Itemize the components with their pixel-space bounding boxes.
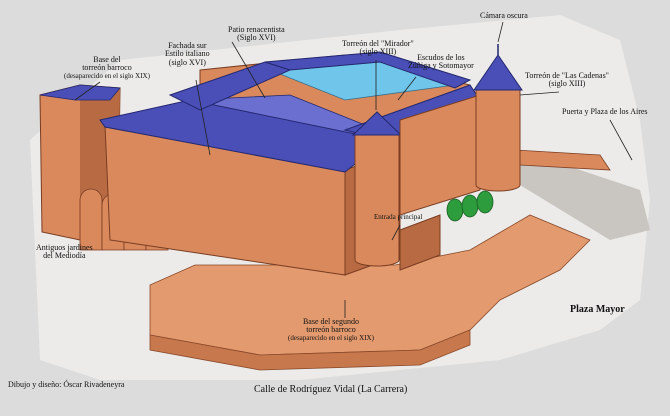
label-puerta-plaza-aires: Puerta y Plaza de los Aires xyxy=(562,107,648,116)
lower-terrace-front xyxy=(149,329,471,371)
label-antiguos-jardines: Antiguos jardines del Mediodía xyxy=(36,243,93,261)
arch xyxy=(79,188,103,251)
label-entrada-principal: Entrada principal xyxy=(374,213,423,221)
label-base-torreon-barroco: Base del torreón barroco (desaparecido e… xyxy=(64,55,150,80)
left-tower-roof xyxy=(39,84,121,101)
torreon-cadenas-roof xyxy=(473,54,523,91)
north-roof xyxy=(264,51,472,89)
torreon-mirador xyxy=(354,134,400,267)
plaza-de-los-aires-road xyxy=(520,150,650,240)
label-base-segundo-torreon: Base del segundo torreón barroco (desapa… xyxy=(288,317,374,342)
label-patio-renacentista: Patio renacentista (Siglo XVI) xyxy=(228,25,285,43)
label-torreon-mirador: Torreón del "Mirador" (siglo XIII) xyxy=(342,39,414,57)
label-plaza-mayor: Plaza Mayor xyxy=(570,304,625,315)
label-camara-oscura: Cámara oscura xyxy=(480,11,528,20)
pointer-lines xyxy=(74,21,633,318)
label-credit: Dibujo y diseño: Óscar Rivadeneyra xyxy=(8,380,125,389)
east-block xyxy=(399,94,481,216)
label-street: Calle de Rodríguez Vidal (La Carrera) xyxy=(254,384,408,395)
torreon-mirador-roof xyxy=(351,111,403,136)
label-escudos: Escudos de los Zúñiga y Sotomayor xyxy=(408,53,474,71)
torreon-cadenas xyxy=(475,89,521,192)
label-torreon-cadenas: Torreón de "Las Cadenas" (siglo XIII) xyxy=(525,71,609,89)
entrance-gate xyxy=(399,214,441,271)
garden-trees xyxy=(446,190,494,222)
label-fachada-sur: Fachada sur Estilo italiano (siglo XVI) xyxy=(165,41,210,67)
